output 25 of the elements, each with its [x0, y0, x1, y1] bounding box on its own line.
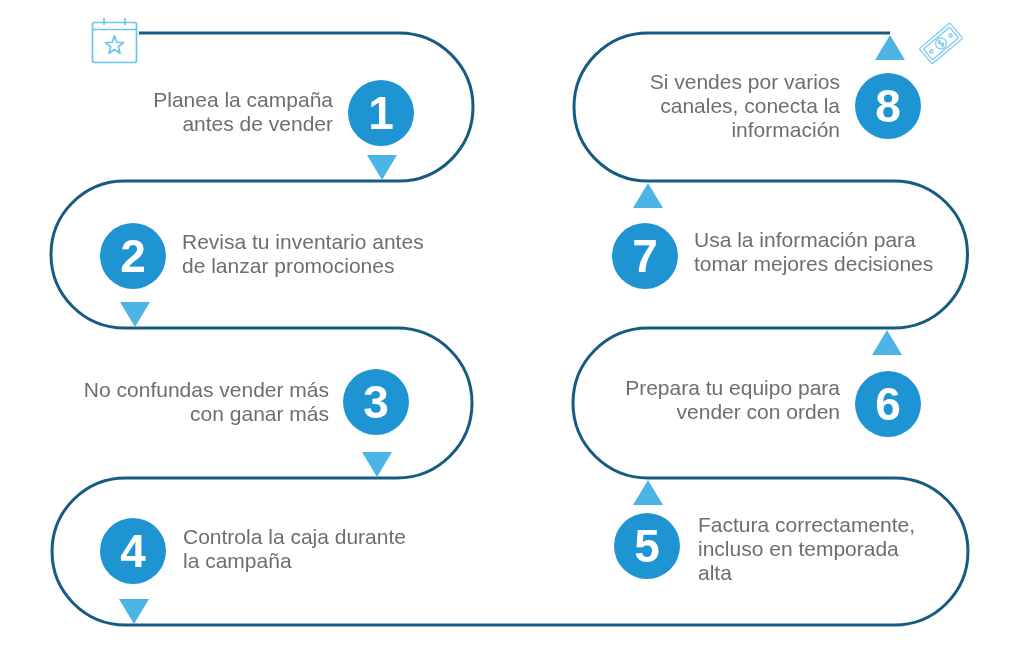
step-text: Usa la información para tomar mejores decisiones: [694, 228, 935, 276]
step-text: Revisa tu inventario antes de lanzar promociones: [182, 230, 425, 278]
winding-road-line: [50, 476, 377, 627]
step-number: 5: [614, 513, 680, 579]
winding-road-line: [572, 31, 890, 183]
winding-road-line: [134, 476, 970, 627]
step-number: 3: [343, 369, 409, 435]
step-number: 2: [100, 223, 166, 289]
step-number: 7: [612, 223, 678, 289]
step-number: 6: [855, 371, 921, 437]
winding-road-line: [135, 326, 474, 480]
winding-road-line: [49, 179, 382, 330]
step-text: Factura correctamente, incluso en temporada alta: [698, 513, 917, 585]
winding-road-line: [571, 326, 887, 480]
winding-road-line: [139, 31, 475, 183]
step-text: Prepara tu equipo para vender con orden: [624, 376, 840, 424]
step-number: 4: [100, 518, 166, 584]
step-text: Planea la campaña antes de vender: [152, 88, 333, 136]
step-text: Controla la caja durante la campaña: [183, 525, 407, 573]
step-text: No confundas vender más con ganar más: [82, 378, 329, 426]
step-number: 1: [348, 80, 414, 146]
calendar-star-icon: [91, 17, 138, 64]
step-text: Si vendes por varios canales, conecta la información: [648, 70, 840, 142]
winding-road-line: [648, 179, 969, 330]
step-number: 8: [855, 73, 921, 139]
